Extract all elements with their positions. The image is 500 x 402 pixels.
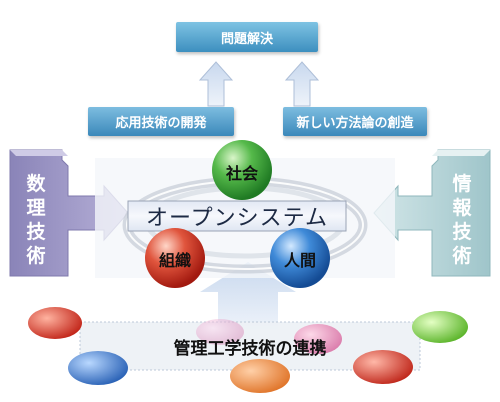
- math-tech-char: 術: [26, 245, 46, 267]
- organization-label: 組織: [158, 251, 191, 270]
- info-tech-label: 情 報 技 術: [442, 172, 482, 268]
- math-tech-char: 理: [26, 197, 46, 219]
- bottom-up-arrow: [200, 262, 296, 330]
- math-tech-char: 技: [26, 221, 46, 243]
- math-tech-label: 数 理 技 術: [16, 172, 56, 268]
- open-system-label: オープンシステム: [145, 206, 329, 231]
- new-methodology-box: 新しい方法論の創造: [283, 107, 427, 136]
- info-tech-char: 報: [452, 197, 472, 219]
- collaboration-label: 管理工学技術の連携: [173, 339, 327, 359]
- math-tech-char: 数: [26, 173, 46, 195]
- new-methodology-label: 新しい方法論の創造: [296, 116, 414, 131]
- society-label: 社会: [225, 164, 258, 183]
- sphere-red: [145, 228, 205, 288]
- info-tech-char: 技: [452, 221, 472, 243]
- human-label: 人間: [283, 251, 316, 270]
- info-tech-char: 術: [452, 245, 472, 267]
- center-band: [127, 200, 347, 232]
- applied-tech-label: 応用技術の開発: [115, 116, 207, 131]
- right-side-arrow: [373, 149, 491, 277]
- up-arrow-right: [284, 61, 320, 107]
- info-tech-char: 情: [452, 173, 472, 195]
- sphere-blue: [270, 228, 330, 288]
- up-arrow-left: [198, 61, 234, 107]
- sphere-green: [212, 140, 272, 200]
- problem-solving-label: 問題解決: [220, 31, 273, 47]
- applied-tech-box: 応用技術の開発: [88, 107, 234, 136]
- problem-solving-box: 問題解決: [176, 22, 318, 52]
- decorative-ovals: [28, 307, 468, 393]
